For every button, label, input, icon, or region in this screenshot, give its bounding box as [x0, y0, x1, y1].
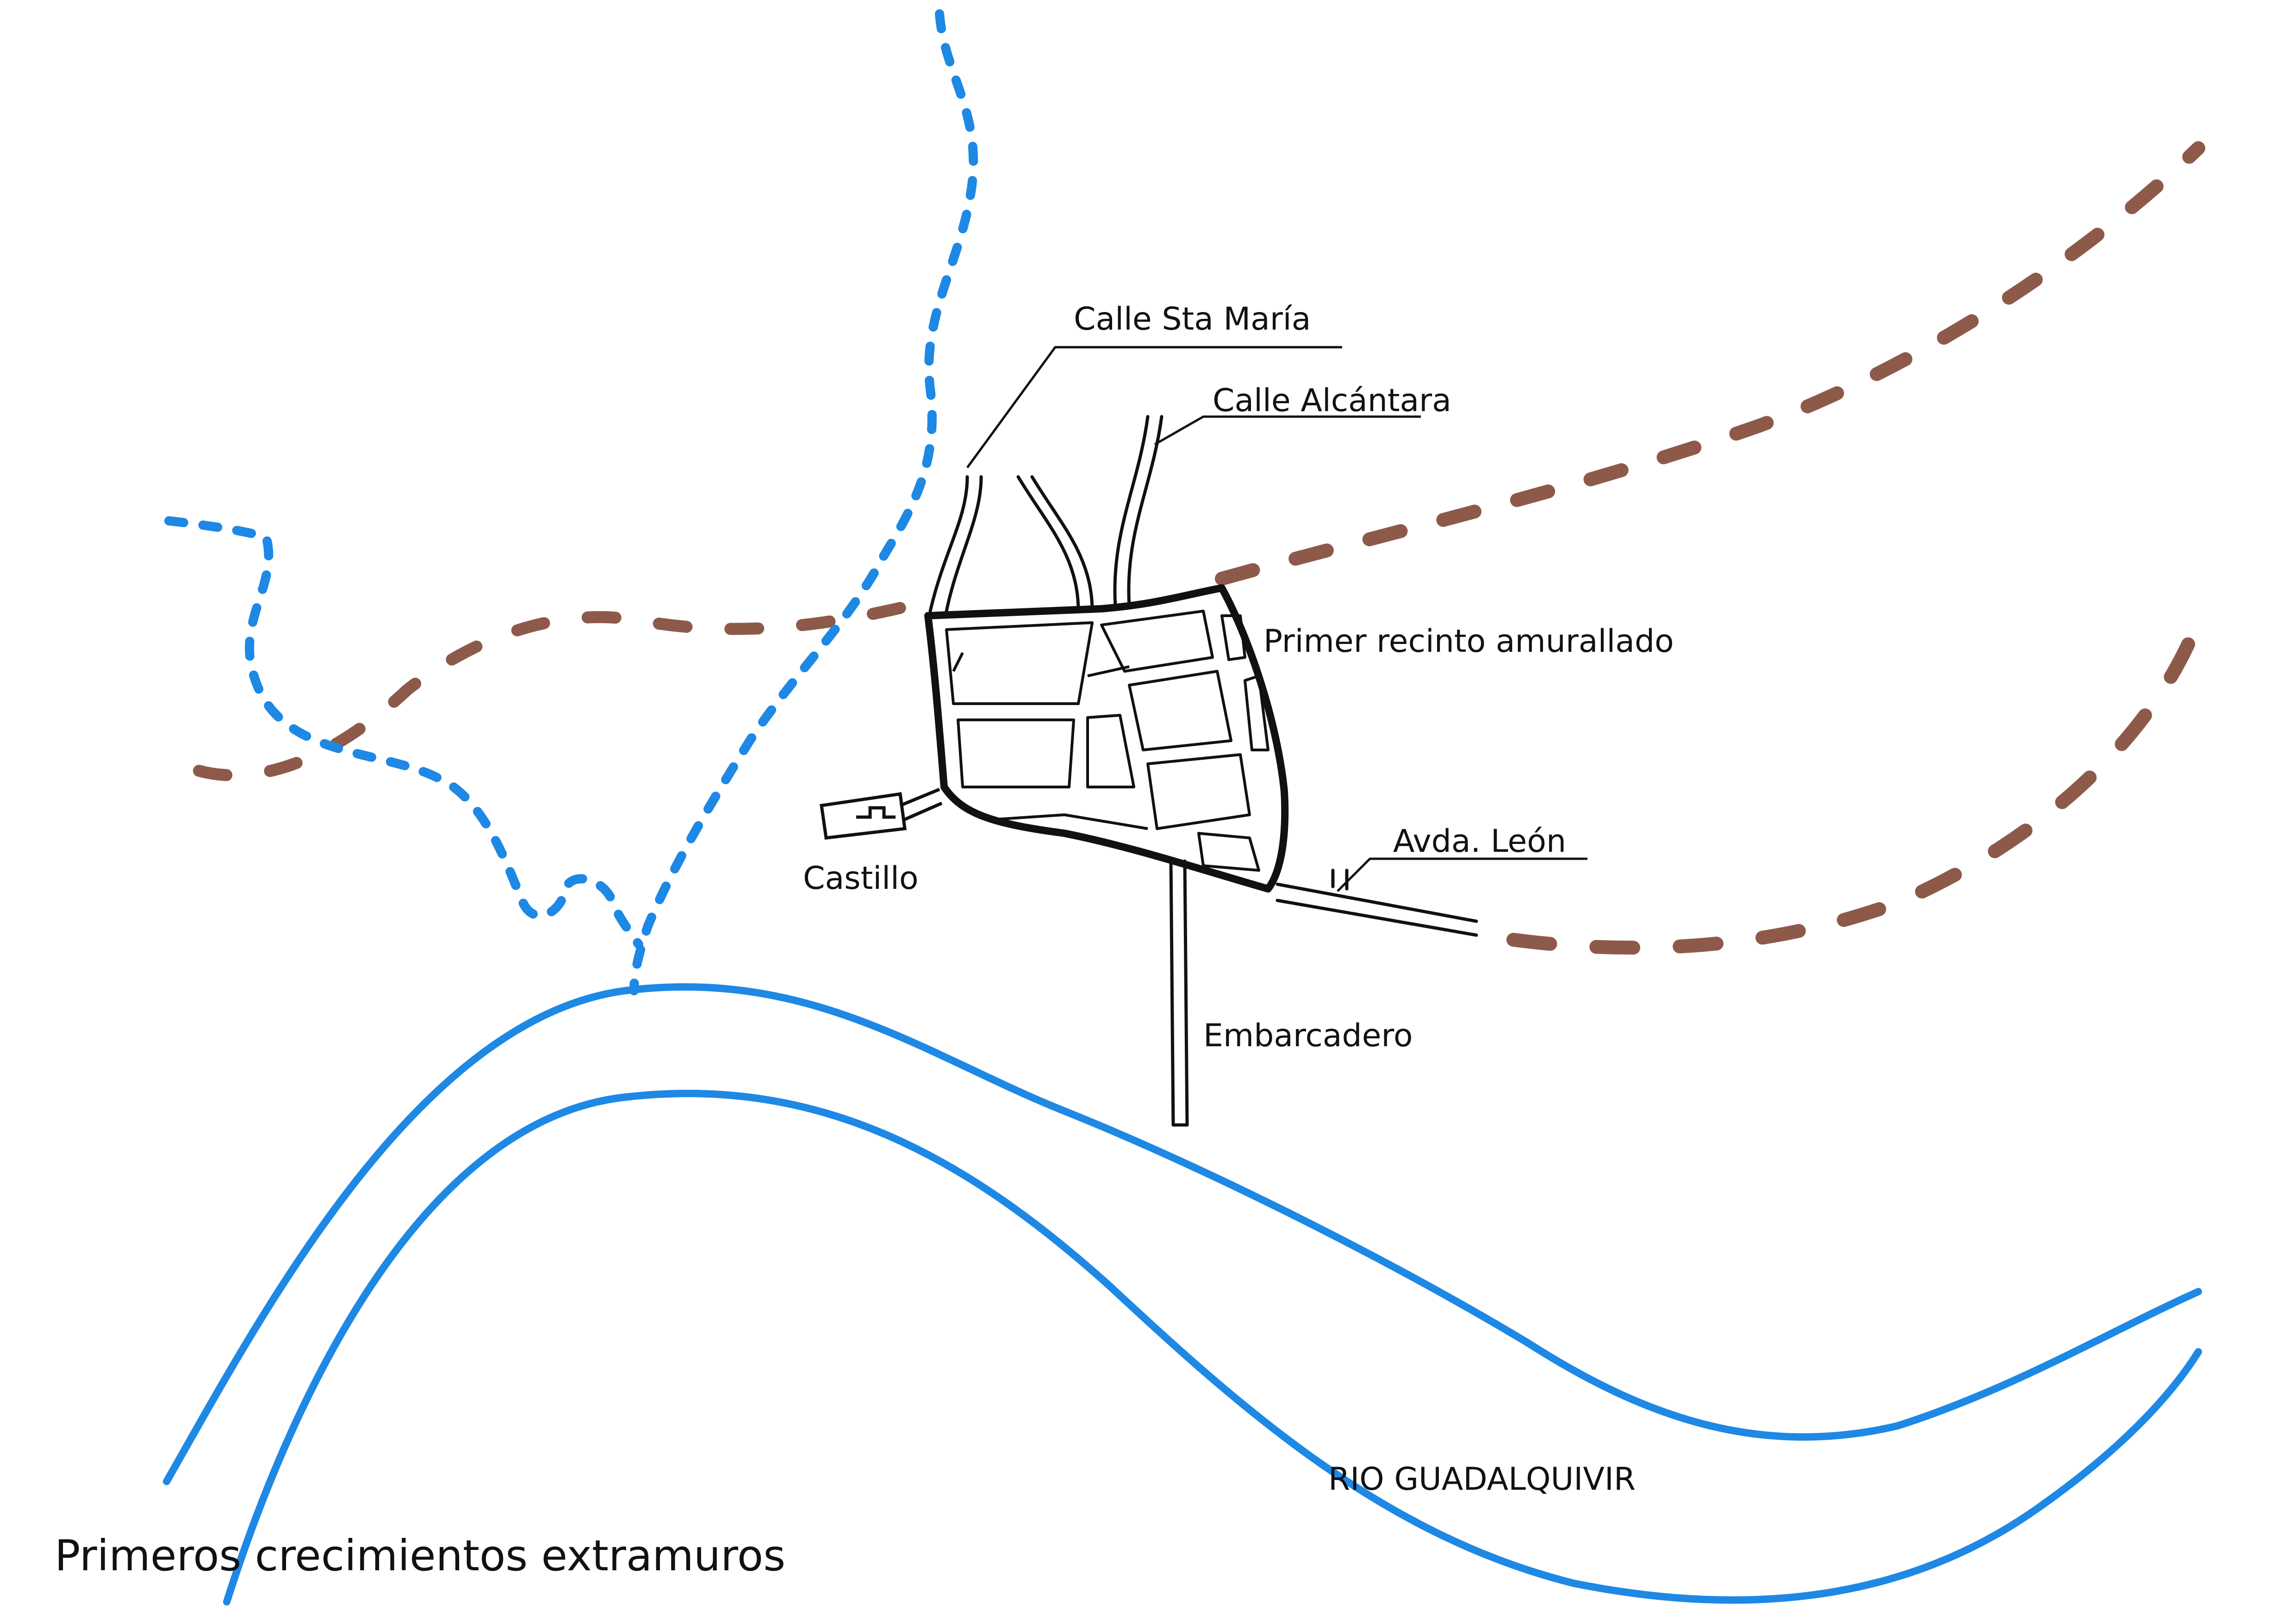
label-rio: RIO GUADALQUIVIR: [1328, 1461, 1636, 1498]
stream-north: [629, 9, 978, 995]
leader-lines: [966, 346, 1587, 892]
street-alcantara: [1113, 415, 1164, 608]
river-bank-north: [163, 983, 2202, 1485]
street-embarcadero: [1169, 859, 1189, 1127]
street-middle: [1016, 475, 1094, 613]
castillo-building: [820, 787, 943, 840]
label-avda-leon: Avda. León: [1393, 823, 1566, 860]
city-wall: [924, 584, 1289, 893]
stream-west: [164, 516, 643, 949]
map-title: Primeros crecimientos extramuros: [55, 1531, 785, 1580]
inner-streets: [945, 610, 1269, 872]
river-bank-south: [223, 1090, 2202, 1605]
road-path-east: [1506, 613, 2205, 955]
label-castillo: Castillo: [803, 860, 919, 897]
road-path-west: [193, 596, 932, 781]
walled-enclosure: [924, 584, 1289, 893]
label-primer-recinto: Primer recinto amurallado: [1263, 623, 1674, 660]
label-calle-sta-maria: Calle Sta María: [1074, 301, 1311, 337]
label-embarcadero: Embarcadero: [1203, 1018, 1413, 1054]
street-sta-maria: [928, 475, 983, 613]
road-path-northeast: [1215, 141, 2205, 586]
label-calle-alcantara: Calle Alcántara: [1213, 382, 1451, 419]
street-avda-leon: [1276, 868, 1478, 937]
